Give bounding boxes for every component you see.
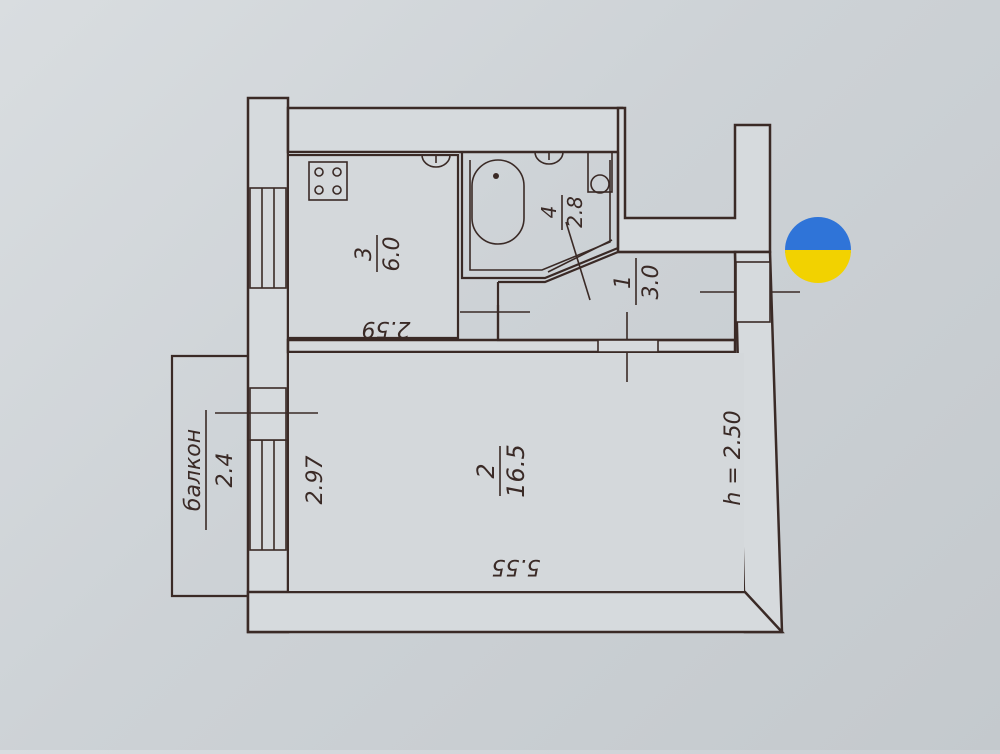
- bathroom-room-number: 4: [537, 206, 561, 219]
- hallway-outline: [496, 250, 737, 342]
- kitchen-width-dimension: 2.59: [362, 316, 411, 341]
- kitchen-room-area: 6.0: [380, 237, 405, 272]
- balcony-label: балкон: [181, 429, 206, 511]
- kitchen-sink-icon: [421, 154, 451, 168]
- bathroom-room-area: 2.8: [563, 196, 587, 228]
- kitchen-window: [249, 187, 287, 289]
- living-room-number: 2: [472, 463, 500, 478]
- bottom-wall: [246, 590, 785, 634]
- bathroom-outline: [460, 152, 620, 280]
- hallway-room-number: 1: [611, 275, 636, 289]
- entrance-door: [735, 261, 771, 323]
- living-room-window: [249, 439, 287, 551]
- bathtub-drain-icon: [493, 173, 499, 179]
- toilet-tank-icon: [587, 151, 613, 193]
- bathroom-label-leader: [565, 221, 591, 301]
- kitchen-area: [289, 153, 459, 339]
- living-room-area: 16.5: [502, 444, 530, 497]
- balcony-outline: [170, 354, 248, 598]
- bathroom-door: [547, 239, 613, 273]
- living-room-area: [289, 353, 744, 591]
- balcony-door: [249, 387, 287, 441]
- toilet-bowl-icon: [590, 174, 610, 194]
- partition-wall: [286, 338, 737, 354]
- room-length-dimension: 5.55: [492, 554, 541, 579]
- balcony-area: 2.4: [213, 453, 238, 488]
- kitchen-room-number: 3: [352, 247, 377, 261]
- flag-yellow-band: [785, 250, 851, 283]
- top-right-wall: [616, 106, 772, 254]
- left-wall: [246, 96, 290, 634]
- room-width-dimension: 2.97: [303, 456, 328, 505]
- top-wall: [286, 106, 624, 154]
- ceiling-height-dimension: h = 2.50: [721, 410, 746, 505]
- bathtub-icon: [471, 159, 525, 245]
- flag-blue-band: [785, 217, 851, 253]
- living-room-door: [597, 339, 659, 353]
- hallway-room-area: 3.0: [639, 265, 664, 300]
- stove-icon: [308, 161, 348, 201]
- bathroom-inner: [469, 160, 611, 271]
- flag-emblem-icon: [785, 217, 851, 283]
- kitchen-outline: [288, 153, 460, 340]
- bathroom-sink-icon: [534, 151, 564, 165]
